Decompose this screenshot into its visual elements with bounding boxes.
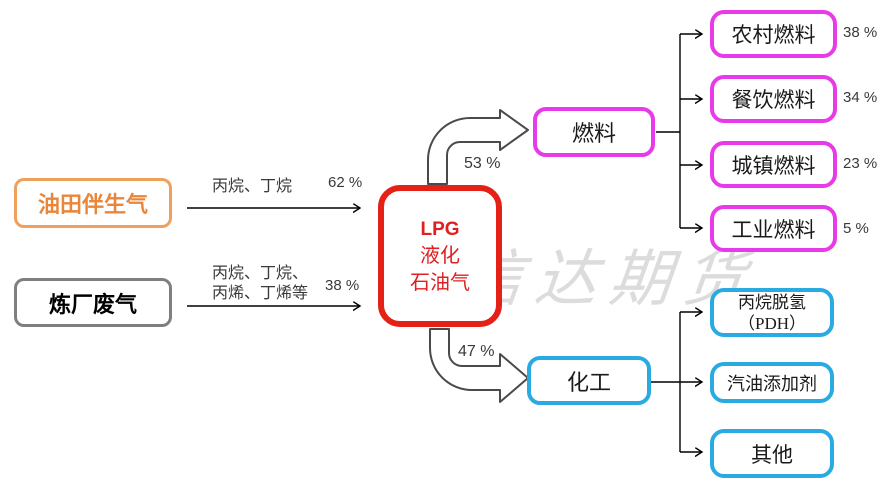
node-lpg-center: LPG 液化 石油气 <box>378 185 502 327</box>
node-propane-dehydrogenation: 丙烷脱氢 （PDH） <box>710 288 834 337</box>
fuel-branch-percent: 53 % <box>464 155 501 172</box>
node-label-line2: （PDH） <box>737 313 806 333</box>
flow2-components-line2: 丙烯、丁烯等 <box>212 285 309 302</box>
node-fuel-branch: 燃料 <box>533 107 655 157</box>
node-label: 农村燃料 <box>731 23 816 47</box>
lpg-subtitle-line1: 液化 <box>420 244 460 267</box>
catering-fuel-percent: 34 % <box>843 89 878 106</box>
node-catering-fuel: 餐饮燃料 <box>710 75 837 123</box>
node-label: 燃料 <box>571 121 616 146</box>
node-label: 油田伴生气 <box>37 192 148 217</box>
node-urban-fuel: 城镇燃料 <box>710 141 837 188</box>
flow1-components-label: 丙烷、丁烷 <box>212 178 293 195</box>
node-label: 炼厂废气 <box>48 291 137 317</box>
node-label: 汽油添加剂 <box>727 373 817 394</box>
bent-arrow-lpg-to-chemical <box>429 328 529 403</box>
flow2-percent: 38 % <box>325 277 360 294</box>
node-label: 城镇燃料 <box>731 153 816 178</box>
node-industrial-fuel: 工业燃料 <box>710 205 837 252</box>
node-label: 餐饮燃料 <box>731 88 816 112</box>
node-rural-fuel: 农村燃料 <box>710 10 837 58</box>
flow1-percent: 62 % <box>328 174 363 191</box>
node-label-line1: 丙烷脱氢 <box>738 292 806 312</box>
node-label: 化工 <box>566 369 611 395</box>
node-label: 工业燃料 <box>731 217 816 242</box>
bent-arrow-lpg-to-fuel <box>427 109 529 185</box>
chemical-branch-percent: 47 % <box>458 343 495 360</box>
node-other: 其他 <box>710 429 834 478</box>
node-oilfield-associated-gas: 油田伴生气 <box>14 178 172 228</box>
node-label: 其他 <box>751 442 793 467</box>
node-gasoline-additive: 汽油添加剂 <box>710 362 834 403</box>
lpg-title: LPG <box>420 218 460 240</box>
urban-fuel-percent: 23 % <box>843 155 878 172</box>
lpg-subtitle-line2: 石油气 <box>410 271 470 294</box>
node-chemical-branch: 化工 <box>527 356 651 405</box>
rural-fuel-percent: 38 % <box>843 24 878 41</box>
industrial-fuel-percent: 5 % <box>843 220 869 237</box>
node-refinery-offgas: 炼厂废气 <box>14 278 172 327</box>
flow2-components-line1: 丙烷、丁烷、 <box>212 265 309 282</box>
